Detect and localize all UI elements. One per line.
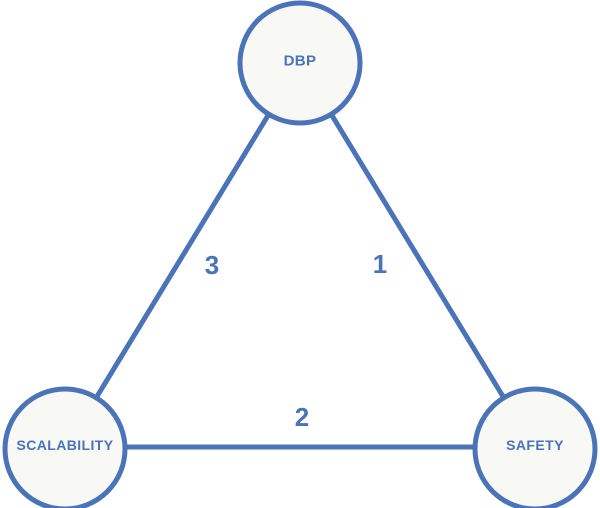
node-circle-scalability: [2, 386, 128, 508]
node-label-scalability: SCALABILITY: [16, 437, 114, 453]
edge-line-dbp-safety: [297, 61, 538, 451]
node-label-dbp: DBP: [283, 52, 317, 70]
edge-weight-dbp-scalability: 3: [204, 250, 220, 280]
edge-line-dbp-scalability: [62, 61, 303, 451]
node-circle-dbp: [237, 0, 363, 126]
edge-weight-scalability-safety: 2: [294, 402, 310, 432]
node-circle-safety: [472, 386, 598, 508]
node-label-safety: SAFETY: [506, 437, 564, 453]
edge-weight-dbp-safety: 1: [372, 249, 388, 279]
